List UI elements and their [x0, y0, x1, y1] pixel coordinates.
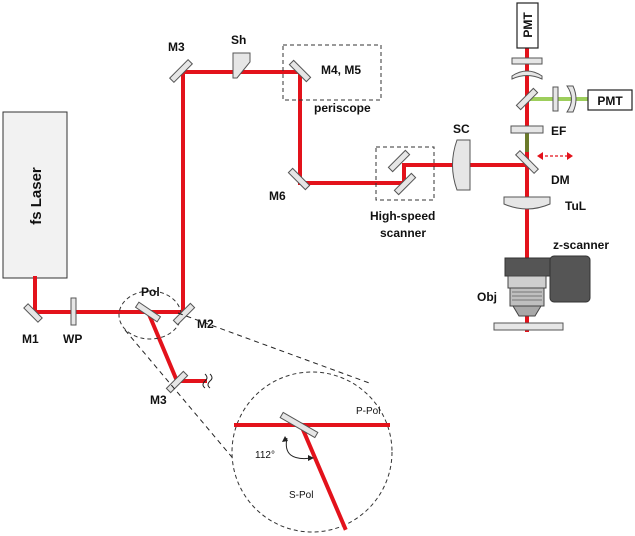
mirror-m2 — [172, 302, 196, 326]
emission-filter-ef — [510, 125, 544, 134]
upper-filter — [511, 57, 543, 65]
scanner-box — [375, 146, 435, 201]
mirror-m1 — [23, 303, 43, 323]
excitation-beam-path — [33, 70, 529, 332]
p-pol-label: P-Pol — [356, 406, 380, 417]
m6-label: M6 — [269, 189, 286, 203]
dichroic-mirror-dm — [514, 149, 540, 175]
pol-label: Pol — [141, 285, 160, 299]
beam-dump-icon — [202, 373, 213, 389]
wp-label: WP — [63, 332, 82, 346]
fs-laser: fs Laser — [2, 111, 68, 279]
ef-label: EF — [551, 124, 566, 138]
mirror-m3-top — [168, 58, 194, 84]
obj-label: Obj — [477, 290, 497, 304]
sample-stage — [493, 322, 564, 331]
beam-splitter-detection — [515, 87, 539, 111]
dm-label: DM — [551, 173, 570, 187]
fs-laser-label: fs Laser — [28, 167, 45, 225]
mirror-m3-bottom — [165, 370, 189, 394]
tube-lens-tul — [503, 196, 551, 210]
waveplate-wp — [70, 297, 77, 326]
m2-label: M2 — [197, 317, 214, 331]
zoom-inset: P-Pol S-Pol 112° — [234, 406, 390, 531]
angle-arc — [285, 437, 313, 460]
z-scanner-label: z-scanner — [553, 238, 609, 252]
scanner-label-line1: High-speed — [370, 209, 435, 223]
pmt-top: PMT — [516, 2, 539, 49]
zoom-line-upper — [177, 312, 373, 385]
tul-label: TuL — [565, 199, 586, 213]
side-lens — [566, 85, 577, 113]
pmt-top-label: PMT — [521, 12, 535, 38]
s-pol-label: S-Pol — [289, 490, 313, 501]
s-pol-beam — [298, 422, 348, 531]
pmt-side-label: PMT — [597, 94, 623, 108]
scanner-mirrors — [387, 149, 417, 196]
m3-bottom-label: M3 — [150, 393, 167, 407]
polarizer-pol — [134, 301, 162, 323]
z-scanner — [504, 255, 591, 303]
zoom-polarizer — [279, 411, 319, 439]
objective-obj — [507, 275, 547, 317]
m1-label: M1 — [22, 332, 39, 346]
shutter-sh — [232, 52, 251, 79]
sc-label: SC — [453, 122, 470, 136]
m4-m5-label: M4, M5 — [321, 63, 361, 77]
angle-label: 112° — [255, 450, 275, 461]
scan-direction-arrow — [537, 152, 573, 160]
periscope-label: periscope — [314, 101, 371, 115]
sh-label: Sh — [231, 33, 246, 47]
m3-top-label: M3 — [168, 40, 185, 54]
zoom-line-lower — [124, 329, 269, 501]
mirror-m4-m5 — [288, 59, 312, 83]
pmt-side: PMT — [587, 89, 633, 111]
scanner-label-line2: scanner — [380, 226, 426, 240]
mirror-m6 — [287, 167, 311, 191]
periscope-box — [282, 44, 382, 101]
upper-lens — [511, 70, 543, 80]
scan-lens-sc — [452, 139, 471, 191]
side-filter — [552, 86, 559, 112]
